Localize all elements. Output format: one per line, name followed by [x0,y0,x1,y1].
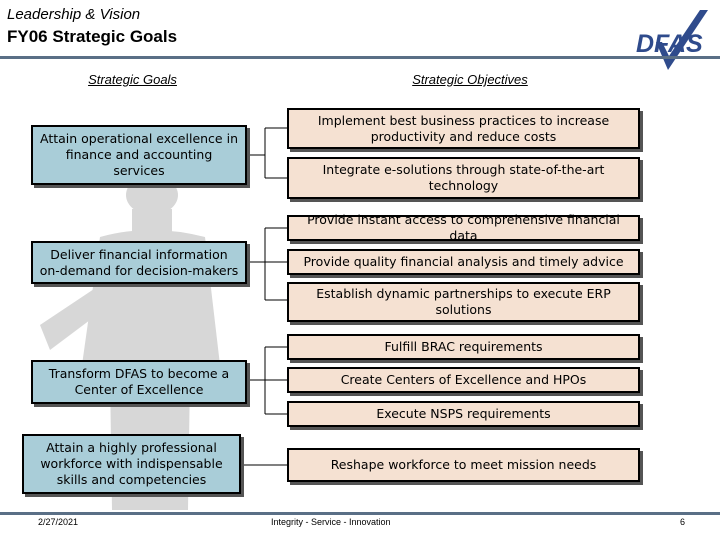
goals-column-heading: Strategic Goals [88,72,177,87]
logo-check-icon [656,10,708,70]
footer-motto: Integrity - Service - Innovation [271,517,391,527]
objective-box: Reshape workforce to meet mission needs [287,448,640,482]
footer-date: 2/27/2021 [38,517,79,527]
header-rule [0,56,720,59]
objective-box: Fulfill BRAC requirements [287,334,640,360]
goal-box: Transform DFAS to become a Center of Exc… [31,360,247,404]
header-subtitle: Leadership & Vision [7,6,141,23]
page-number: 6 [680,517,686,527]
objective-box: Execute NSPS requirements [287,401,640,427]
objective-box: Establish dynamic partnerships to execut… [287,282,640,322]
dfas-logo: DFAS [636,10,708,70]
footer-rule [0,512,720,515]
objective-box: Create Centers of Excellence and HPOs [287,367,640,393]
goal-box: Deliver financial information on-demand … [31,241,247,284]
objectives-column-heading: Strategic Objectives [412,72,528,87]
objective-box: Integrate e-solutions through state-of-t… [287,157,640,199]
objective-box: Provide instant access to comprehensive … [287,212,640,243]
logo-text: DFAS [636,30,703,58]
goal-box: Attain a highly professional workforce w… [22,434,241,494]
objective-box: Provide quality financial analysis and t… [287,249,640,275]
objective-box: Implement best business practices to inc… [287,108,640,149]
slide-title: FY06 Strategic Goals [7,27,178,46]
goal-box: Attain operational excellence in finance… [31,125,247,185]
